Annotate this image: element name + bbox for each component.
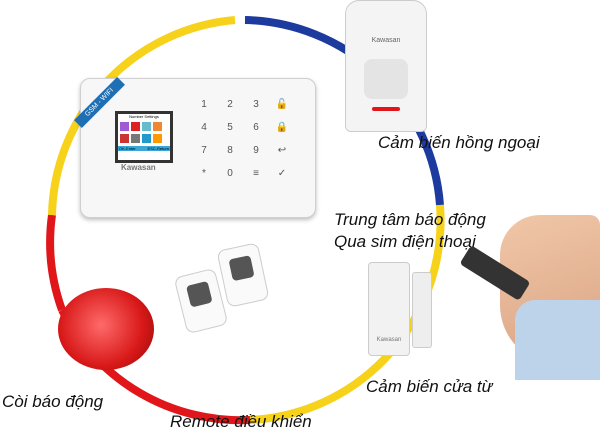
siren (58, 288, 154, 370)
pir-sensor: Kawasan (345, 0, 427, 132)
label-door-sensor: Cảm biến cửa từ (366, 377, 493, 396)
screen-icons (120, 122, 168, 131)
key: 🔒 (275, 122, 289, 133)
key: * (202, 168, 206, 179)
key: 9 (253, 145, 259, 156)
key: 0 (227, 168, 233, 179)
alarm-control-panel: GSM - WIFI Number Settings OK-Enter ESC-… (74, 77, 316, 218)
screen-esc: ESC-Return (147, 146, 169, 151)
label-siren: Còi báo động (2, 392, 104, 411)
screen-ok: OK-Enter (119, 146, 136, 151)
label-pir-sensor: Cảm biến hồng ngoại (378, 133, 540, 152)
keypad: 1 2 3 🔓 4 5 6 🔒 7 8 9 ↩ * 0 ≡ ✓ (191, 99, 295, 179)
door-brand: Kawasan (376, 337, 402, 343)
key: 2 (227, 99, 233, 110)
key: 6 (253, 122, 259, 133)
key: ✓ (277, 168, 287, 179)
label-center-line1: Trung tâm báo động (334, 210, 486, 229)
key: 5 (227, 122, 233, 133)
key: ↩ (277, 145, 287, 156)
panel-brand: Kawasan (121, 163, 156, 172)
key: 🔓 (275, 99, 289, 110)
door-sensor: Kawasan (368, 262, 410, 356)
pir-brand: Kawasan (371, 37, 401, 44)
key: 7 (201, 145, 207, 156)
screen-title: Number Settings (129, 114, 159, 119)
label-remote: Remote điều khiển (170, 412, 312, 431)
label-center-line2: Qua sim điện thoại (334, 232, 476, 251)
key: 4 (201, 122, 207, 133)
door-magnet (412, 272, 432, 348)
key: 3 (253, 99, 259, 110)
sleeve-image (515, 300, 600, 380)
key: ≡ (253, 168, 259, 179)
key: 1 (201, 99, 207, 110)
key: 8 (227, 145, 233, 156)
ring-segment-red-left (46, 214, 66, 312)
panel-screen: Number Settings OK-Enter ESC-Return (115, 111, 173, 163)
